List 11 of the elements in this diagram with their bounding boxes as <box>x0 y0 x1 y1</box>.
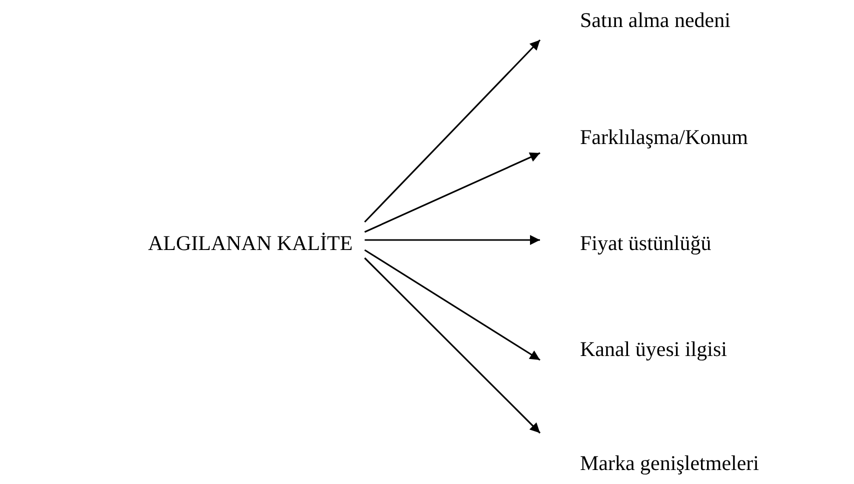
concept-label: Fiyat üstünlüğü <box>540 230 712 256</box>
concept-label: Satın alma nedeni <box>540 7 730 33</box>
concept-label: Kanal üyesi ilgisi <box>540 336 727 362</box>
arrow <box>364 235 540 245</box>
concept-label: Marka genişletmeleri <box>540 450 760 476</box>
concept-label: ALGILANAN KALİTE <box>148 230 365 256</box>
arrow <box>364 39 541 223</box>
concept-label: Farklılaşma/Konum <box>540 124 748 150</box>
arrow <box>364 152 540 233</box>
arrow <box>364 249 540 361</box>
arrow <box>364 257 541 434</box>
